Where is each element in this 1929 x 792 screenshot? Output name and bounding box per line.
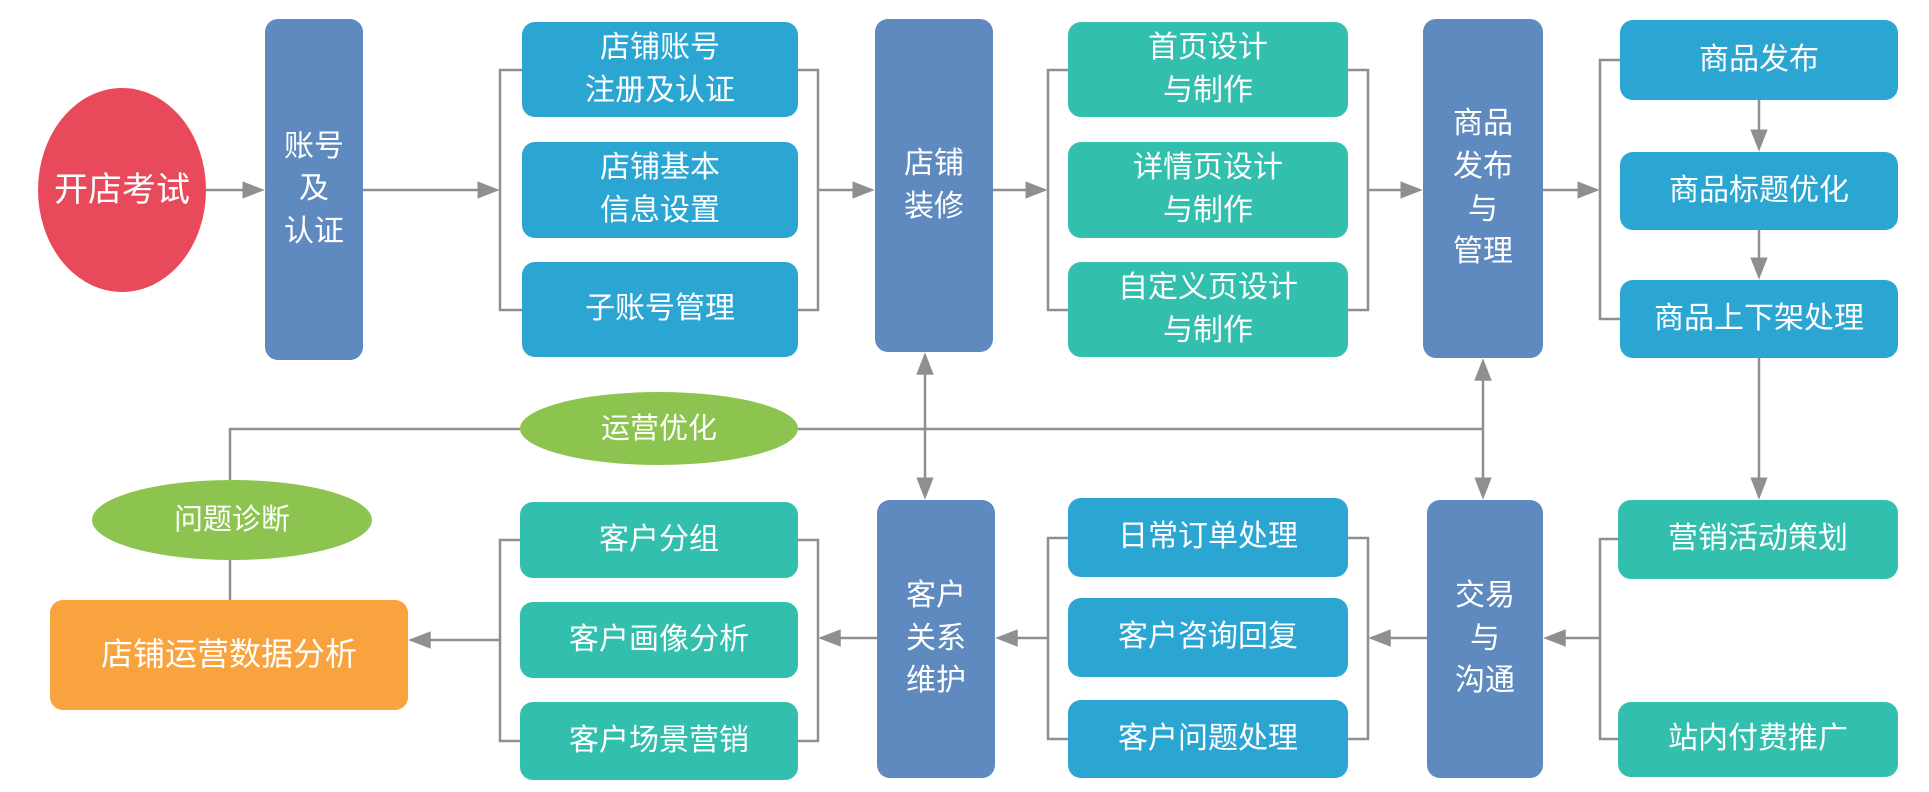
- bracket-crm-group-left: [498, 538, 522, 743]
- line-optimization-to-diagnosis: [228, 427, 520, 480]
- bracket-order-group-left: [1046, 536, 1068, 741]
- customer-issue-box: 客户问题处理: [1068, 700, 1348, 778]
- sub-account-box: 子账号管理: [522, 262, 798, 357]
- shop-decoration-box: 店铺 装修: [875, 19, 993, 352]
- customer-profile-box: 客户画像分析: [520, 602, 798, 678]
- homepage-design-box: 首页设计 与制作: [1068, 22, 1348, 117]
- product-publish-box: 商品发布: [1620, 20, 1898, 100]
- bracket-marketing-column: [1598, 537, 1618, 741]
- store-exam-circle: 开店考试: [38, 88, 206, 292]
- detail-page-design-box: 详情页设计 与制作: [1068, 142, 1348, 238]
- bracket-order-group-right: [1348, 536, 1370, 741]
- product-title-optimization-box: 商品标题优化: [1620, 152, 1898, 230]
- data-analysis-box: 店铺运营数据分析: [50, 600, 408, 710]
- shop-basic-info-box: 店铺基本 信息设置: [522, 142, 798, 238]
- bracket-product-column: [1598, 58, 1620, 321]
- custom-page-design-box: 自定义页设计 与制作: [1068, 262, 1348, 357]
- bracket-account-group-right: [798, 68, 820, 312]
- operation-optimization-ellipse: 运营优化: [520, 392, 798, 465]
- daily-order-box: 日常订单处理: [1068, 498, 1348, 577]
- product-shelf-handling-box: 商品上下架处理: [1620, 280, 1898, 358]
- bracket-design-group-right: [1348, 68, 1370, 312]
- account-certification-box: 账号 及 认证: [265, 19, 363, 360]
- bracket-crm-group-right: [798, 538, 820, 743]
- customer-inquiry-box: 客户咨询回复: [1068, 598, 1348, 677]
- customer-relationship-box: 客户 关系 维护: [877, 500, 995, 778]
- marketing-campaign-box: 营销活动策划: [1618, 500, 1898, 579]
- shop-account-registration-box: 店铺账号 注册及认证: [522, 22, 798, 117]
- bracket-design-group-left: [1046, 68, 1068, 312]
- product-publish-manage-box: 商品 发布 与 管理: [1423, 19, 1543, 358]
- customer-scenario-box: 客户场景营销: [520, 702, 798, 780]
- bracket-account-group-left: [498, 68, 522, 312]
- paid-promotion-box: 站内付费推广: [1618, 702, 1898, 777]
- customer-grouping-box: 客户分组: [520, 502, 798, 578]
- transaction-communication-box: 交易 与 沟通: [1427, 500, 1543, 778]
- problem-diagnosis-ellipse: 问题诊断: [92, 480, 372, 560]
